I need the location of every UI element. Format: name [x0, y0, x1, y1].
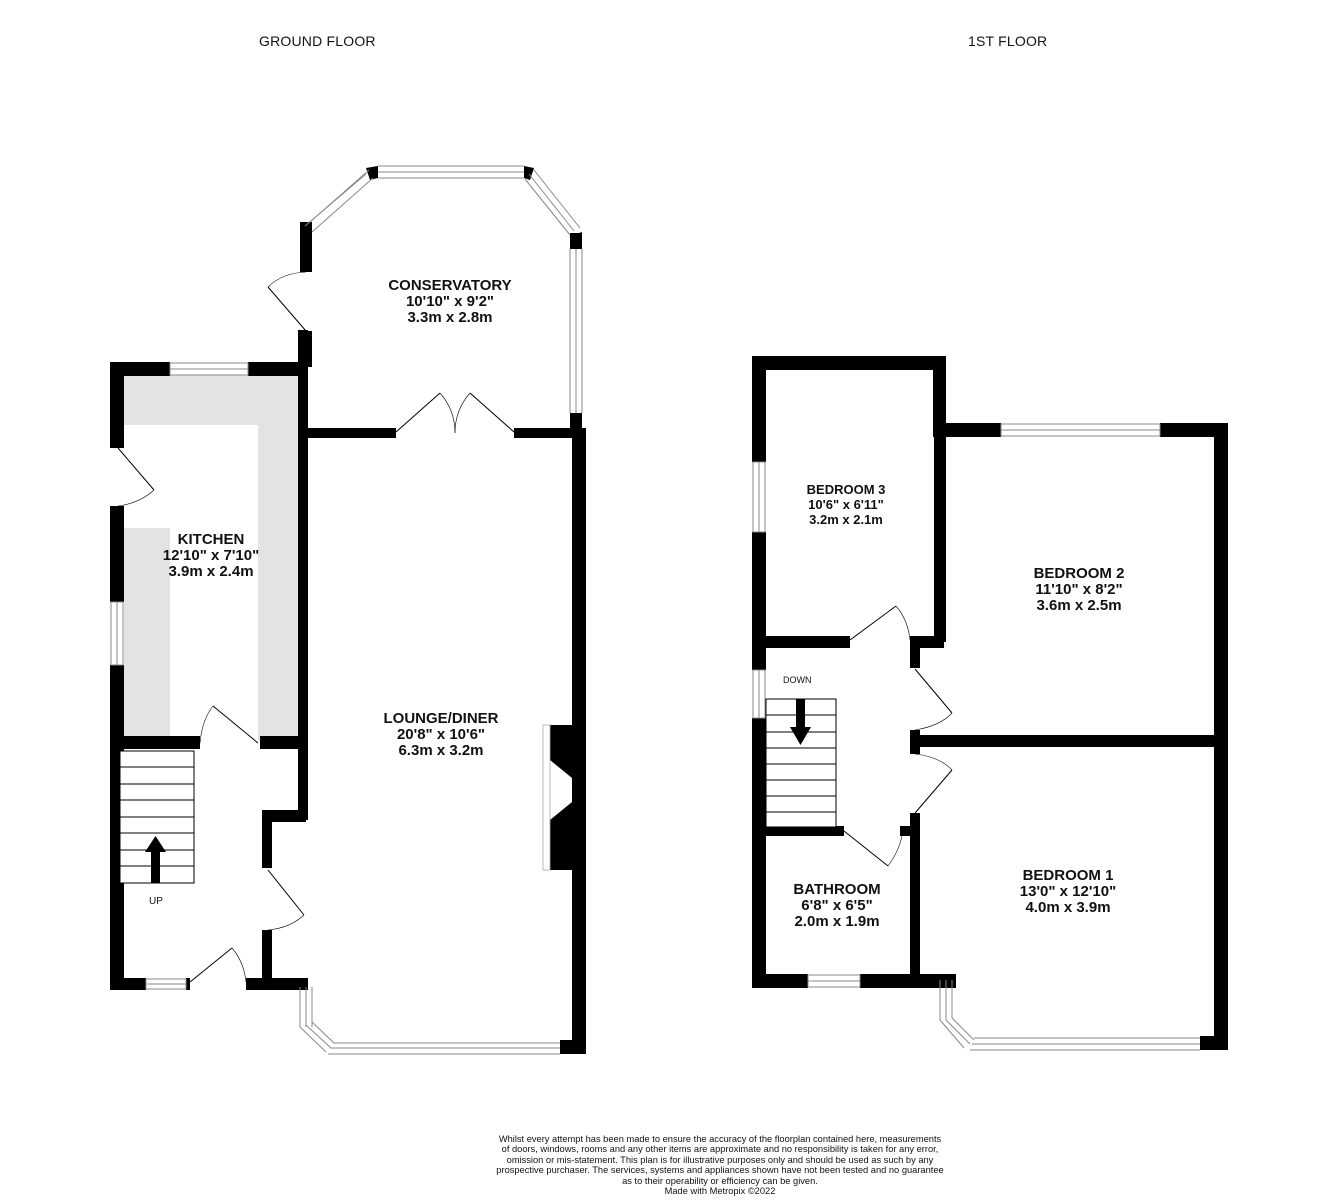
room-size-metric: 3.6m x 2.5m	[1036, 597, 1122, 614]
stairs-down-label: DOWN	[783, 675, 812, 685]
hall-lounge-door	[267, 869, 305, 931]
french-doors	[395, 392, 515, 434]
disclaimer-credit: Made with Metropix ©2022	[664, 1186, 776, 1197]
room-size-imperial: 12'10" x 7'10"	[162, 547, 260, 564]
kitchen-side-door	[117, 447, 155, 507]
disclaimer-line: of doors, windows, rooms and any other i…	[501, 1144, 939, 1155]
conservatory-side-door	[267, 271, 307, 332]
first-floor-walls	[752, 356, 1228, 1050]
first-floor-title: 1ST FLOOR	[968, 33, 1048, 49]
kitchen-windows	[110, 362, 249, 990]
kitchen-walls	[110, 330, 308, 990]
bedroom1-bay-window	[939, 980, 1200, 1051]
bedroom3-door	[849, 605, 911, 641]
bedroom1-door	[914, 753, 953, 814]
room-label-kitchen: KITCHEN 12'10" x 7'10" 3.9m x 2.4m	[163, 532, 259, 580]
room-size-imperial: 11'10" x 8'2"	[1035, 581, 1123, 598]
room-size-metric: 6.3m x 3.2m	[398, 742, 484, 759]
disclaimer-line: omission or mis-statement. This plan is …	[506, 1154, 934, 1165]
ground-floor-plan	[110, 165, 586, 1055]
room-label-bedroom-2: BEDROOM 2 11'10" x 8'2" 3.6m x 2.5m	[1034, 566, 1125, 614]
disclaimer: Whilst every attempt has been made to en…	[460, 1134, 980, 1196]
room-name: KITCHEN	[177, 531, 245, 548]
room-name: LOUNGE/DINER	[383, 710, 499, 727]
first-floor-plan	[752, 356, 1228, 1051]
room-name: BEDROOM 3	[806, 482, 886, 497]
stairs-up	[119, 750, 195, 884]
up-arrow-icon	[151, 850, 160, 883]
first-floor-windows	[752, 423, 1161, 988]
room-size-imperial: 20'8" x 10'6"	[396, 726, 486, 743]
lounge-windows	[299, 987, 560, 1055]
room-label-lounge-diner: LOUNGE/DINER 20'8" x 10'6" 6.3m x 3.2m	[383, 711, 498, 759]
disclaimer-line: prospective purchaser. The services, sys…	[496, 1165, 944, 1176]
lounge-walls	[262, 428, 586, 1054]
room-size-metric: 3.2m x 2.1m	[809, 512, 883, 527]
room-name: BEDROOM 1	[1022, 867, 1114, 884]
kitchen-inner-door	[199, 705, 259, 744]
room-name: CONSERVATORY	[388, 277, 512, 294]
stairs-down	[765, 698, 837, 828]
disclaimer-line: Whilst every attempt has been made to en…	[498, 1134, 942, 1144]
front-door	[189, 947, 247, 983]
stairs-up-label: UP	[149, 896, 163, 907]
room-size-imperial: 13'0" x 12'10"	[1019, 883, 1117, 900]
room-size-imperial: 10'6" x 6'11"	[808, 497, 884, 512]
room-size-imperial: 10'10" x 9'2"	[405, 293, 495, 310]
fireplace-hearth	[542, 724, 551, 871]
kitchen-worktops	[124, 375, 300, 741]
room-label-bedroom-1: BEDROOM 1 13'0" x 12'10" 4.0m x 3.9m	[1020, 868, 1116, 916]
room-label-bedroom-3: BEDROOM 3 10'6" x 6'11" 3.2m x 2.1m	[807, 482, 886, 527]
disclaimer-line: as to their operability or efficiency ca…	[622, 1175, 818, 1186]
bathroom-door	[843, 830, 904, 867]
bedroom2-door	[914, 668, 953, 731]
room-size-metric: 3.9m x 2.4m	[168, 563, 254, 580]
conservatory-windows	[304, 165, 583, 413]
room-label-conservatory: CONSERVATORY 10'10" x 9'2" 3.3m x 2.8m	[388, 278, 511, 326]
room-size-metric: 4.0m x 3.9m	[1025, 899, 1111, 916]
room-size-metric: 2.0m x 1.9m	[794, 913, 880, 930]
down-arrow-icon	[796, 699, 805, 729]
room-size-imperial: 6'8" x 6'5"	[801, 897, 873, 914]
ground-floor-title: GROUND FLOOR	[259, 33, 376, 49]
room-label-bathroom: BATHROOM 6'8" x 6'5" 2.0m x 1.9m	[793, 882, 880, 930]
room-name: BEDROOM 2	[1033, 565, 1125, 582]
room-name: BATHROOM	[793, 881, 881, 898]
room-size-metric: 3.3m x 2.8m	[407, 309, 493, 326]
